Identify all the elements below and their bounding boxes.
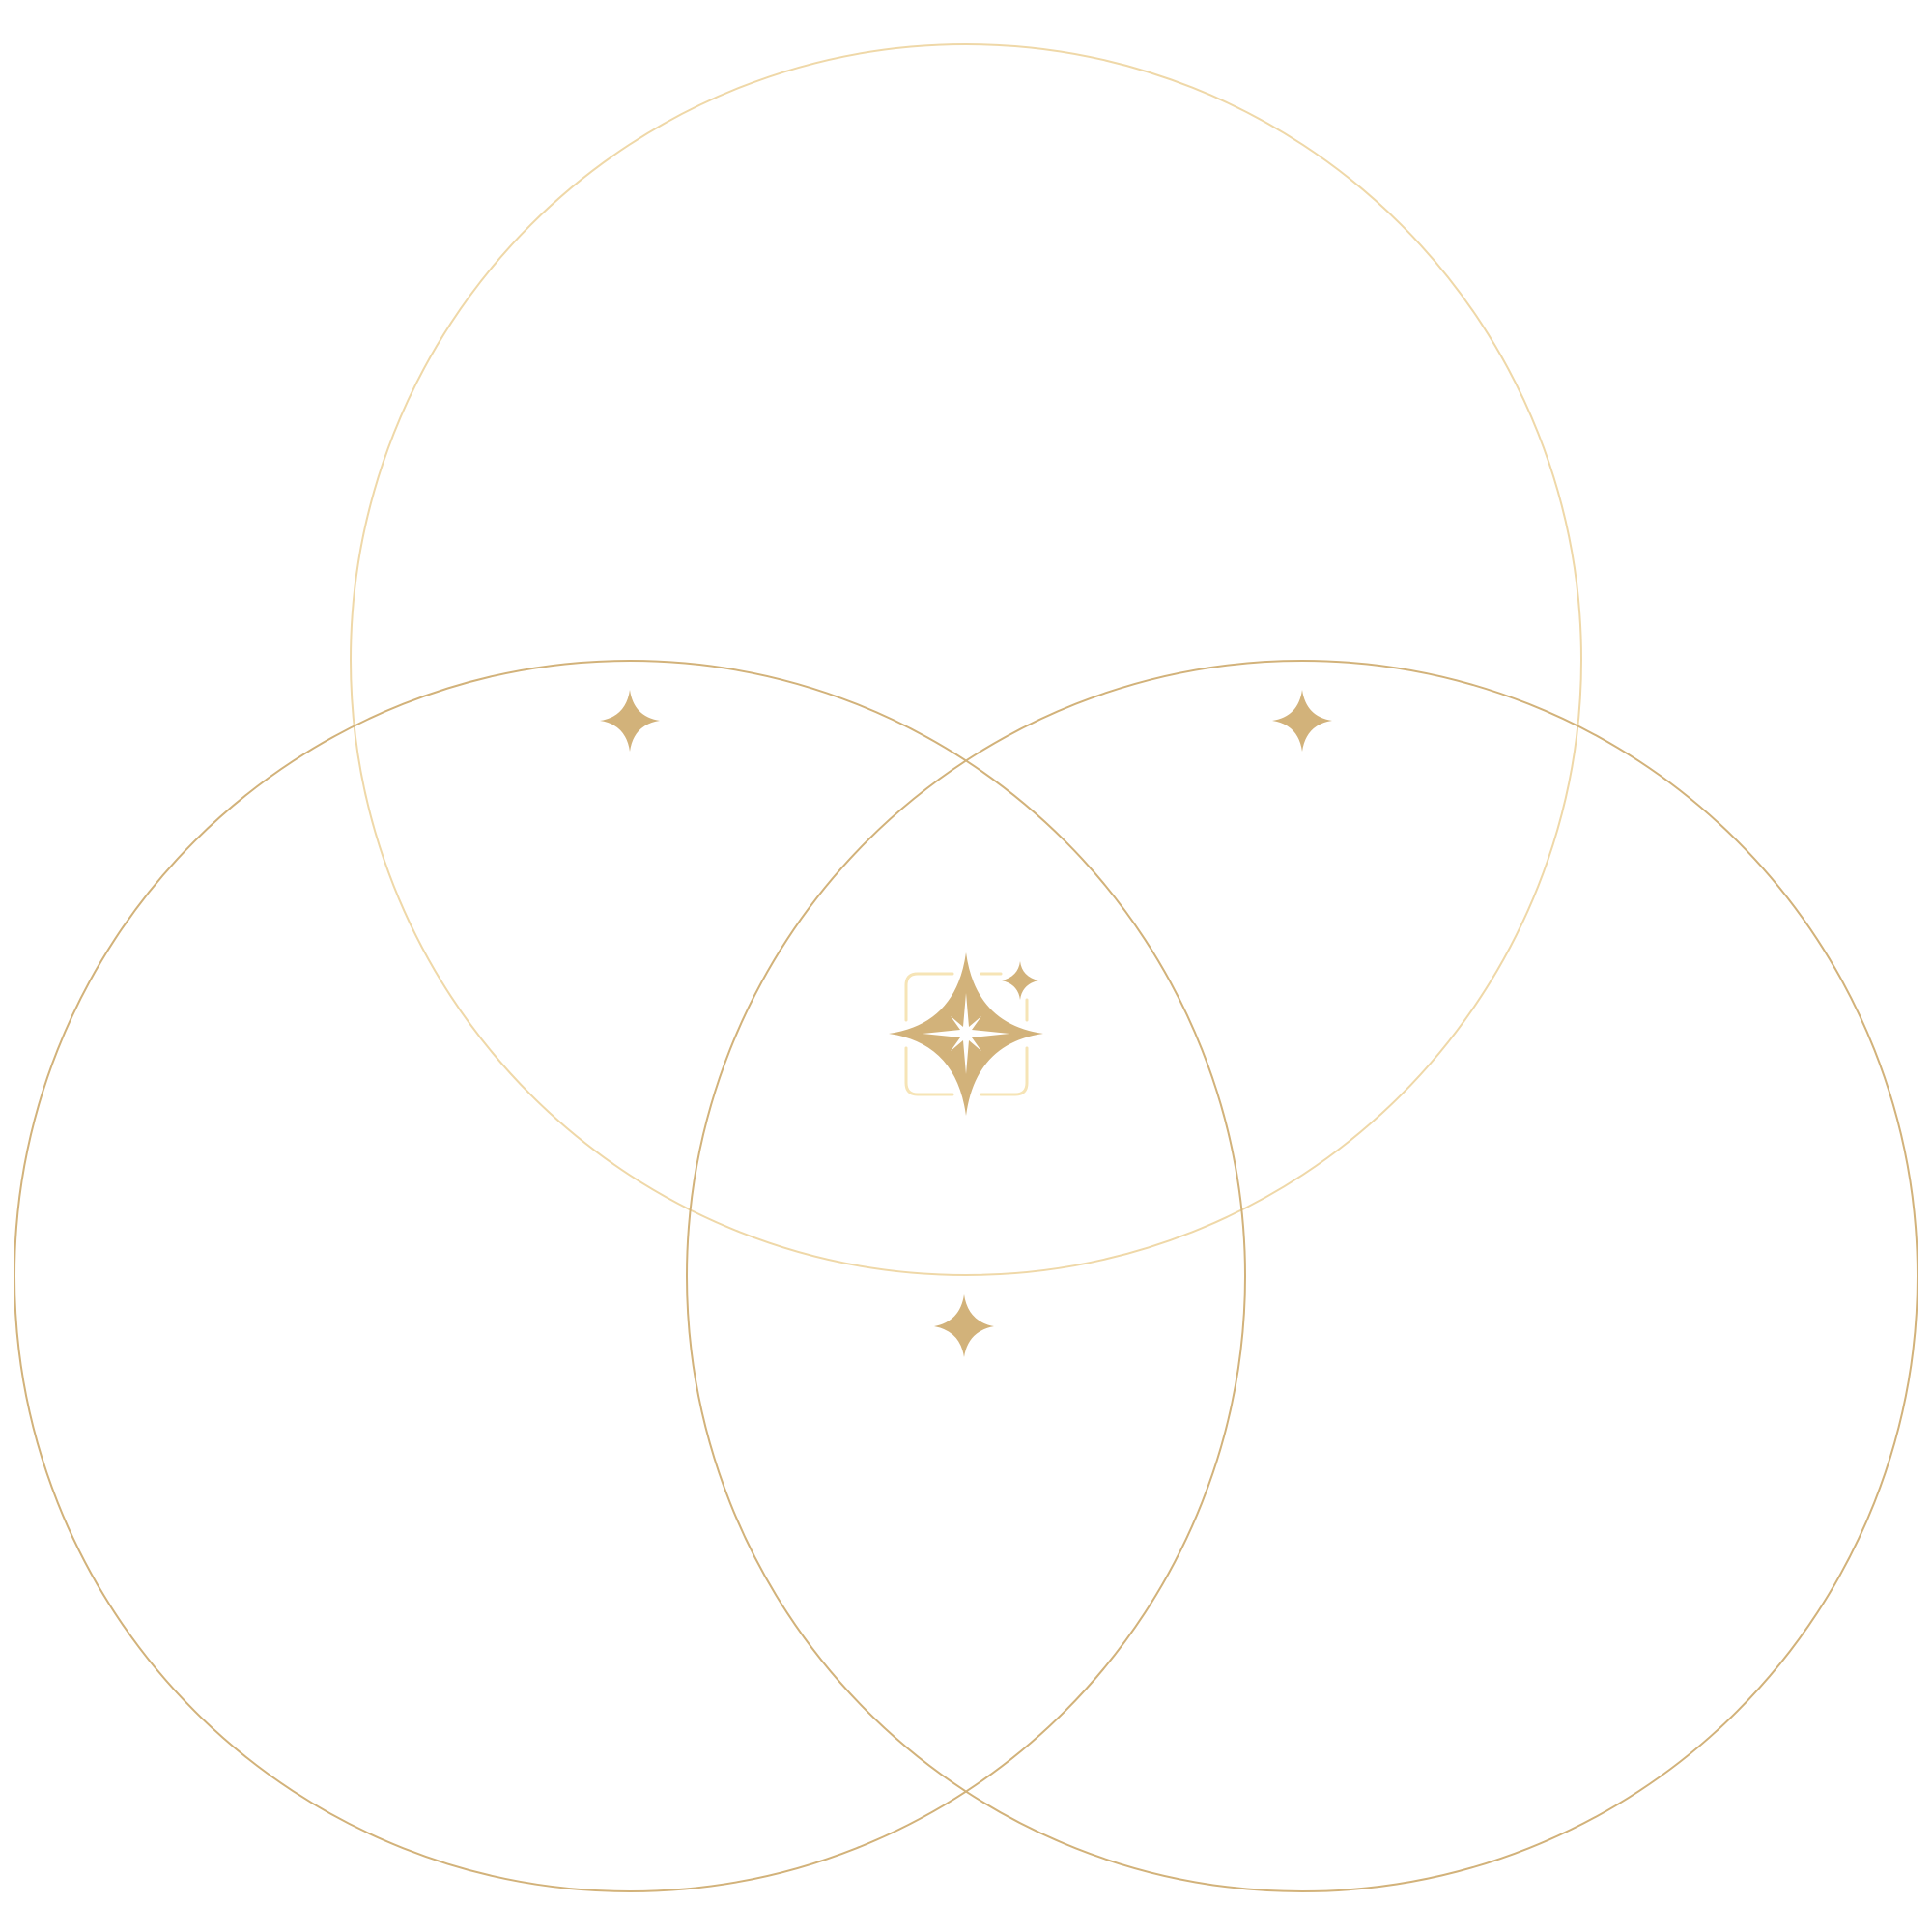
- frame-corner-bottom-left: [904, 1046, 954, 1096]
- sparkle-icon-right: [1272, 690, 1332, 752]
- frame-corner-top-left: [904, 972, 954, 1022]
- frame-corner-bottom-right: [980, 1046, 1029, 1096]
- sparkle-icon-left: [600, 690, 660, 752]
- small-sparkle-icon: [1002, 961, 1038, 1000]
- venn-circle-bottom-left: [14, 660, 1246, 1892]
- sparkle-frame-icon: [889, 952, 1043, 1116]
- venn-circle-bottom-right: [686, 660, 1918, 1892]
- inner-star-icon: [923, 993, 1009, 1074]
- sparkle-icon-bottom: [934, 1294, 994, 1357]
- venn-circle-top: [350, 43, 1582, 1276]
